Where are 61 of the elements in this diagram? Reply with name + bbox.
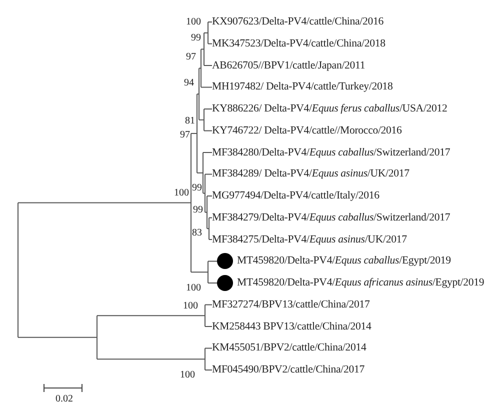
branch-line (196, 172, 204, 174)
sequence-label: KX907623/Delta-PV4/cattle/China/2016 (212, 16, 384, 28)
branch-line (208, 239, 212, 240)
sequence-label: MT459820/Delta-PV4/Equus africanus asinus/Egypt/2019 (237, 276, 484, 290)
bootstrap-value: 97 (186, 52, 196, 62)
sequence-label: KY746722/ Delta-PV4/cattle//Morocco/2016 (212, 124, 402, 138)
branch-line (200, 86, 212, 88)
bootstrap-value: 83 (192, 228, 202, 238)
scale-value: 0.02 (56, 394, 73, 404)
branch-line (204, 212, 208, 213)
sequence-label: MG977494/Delta-PV4/cattle/Italy/2016 (212, 190, 380, 202)
bootstrap-value: 99 (193, 204, 203, 216)
branch-line (204, 65, 212, 66)
branch-line (202, 152, 212, 153)
sequence-label: MF045490/BPV2/cattle/China/2017 (212, 364, 365, 376)
sequence-label: MF384275/Delta-PV4/Equus asinus/UK/2017 (212, 233, 407, 246)
sequence-label: MH197482/ Delta-PV4/cattle/Turkey/2018 (212, 80, 393, 94)
branch-line (208, 260, 218, 262)
branch-line (208, 217, 212, 218)
branch-line (204, 108, 212, 110)
sequence-label: MF327274/BPV13/cattle/China/2017 (212, 298, 370, 312)
branch-line (202, 192, 206, 194)
branch-line (198, 68, 202, 69)
branch-line (18, 202, 192, 204)
branch-line (204, 174, 212, 175)
bootstrap-value: 81 (185, 116, 195, 126)
branch-line (208, 43, 212, 44)
sequence-label: KY886226/ Delta-PV4/Equus ferus caballus/USA/2012 (212, 102, 448, 116)
bootstrap-value: 100 (186, 282, 201, 294)
dot-icon (217, 275, 233, 291)
dot-icon (217, 253, 233, 270)
branch-line (200, 48, 204, 50)
branch-line (96, 315, 206, 316)
branch-line (18, 336, 98, 338)
branch-line (204, 304, 212, 306)
branch-line (190, 132, 198, 134)
branch-line (96, 358, 206, 360)
branch-line (206, 228, 210, 230)
branch-line (204, 326, 212, 327)
sequence-label: MF384280/Delta-PV4/Equus caballus/Switzerland/2017 (212, 146, 450, 159)
bootstrap-value: 100 (183, 300, 198, 312)
bootstrap-value: 99 (191, 32, 201, 44)
branch-line (204, 348, 212, 349)
sequence-label: MF384289/ Delta-PV4/Equus asinus/UK/2017 (212, 168, 410, 181)
bootstrap-value: 100 (174, 188, 189, 198)
branch-line (198, 119, 204, 120)
bootstrap-value: 94 (184, 78, 194, 88)
sequence-label: KM258443 BPV13/cattle/China/2014 (212, 320, 372, 333)
bootstrap-value: 100 (180, 370, 195, 380)
bootstrap-value: 97 (180, 130, 190, 140)
branch-line (204, 32, 208, 34)
sequence-label: KM455051/BPV2/cattle/China/2014 (212, 342, 366, 355)
branch-line (204, 130, 212, 132)
sequence-label: MF384279/Delta-PV4/Equus caballus/Switzerland/2017 (212, 211, 450, 224)
sequence-label: MT459820/Delta-PV4/Equus caballus/Egypt/2019 (237, 254, 451, 268)
sequence-label: AB626705//BPV1/cattle/Japan/2011 (212, 59, 366, 72)
sequence-label: MK347523/Delta-PV4/cattle/China/2018 (212, 37, 386, 50)
bootstrap-value: 99 (192, 182, 202, 194)
bootstrap-value: 100 (186, 16, 201, 28)
branch-line (190, 272, 208, 273)
branch-line (208, 282, 218, 284)
